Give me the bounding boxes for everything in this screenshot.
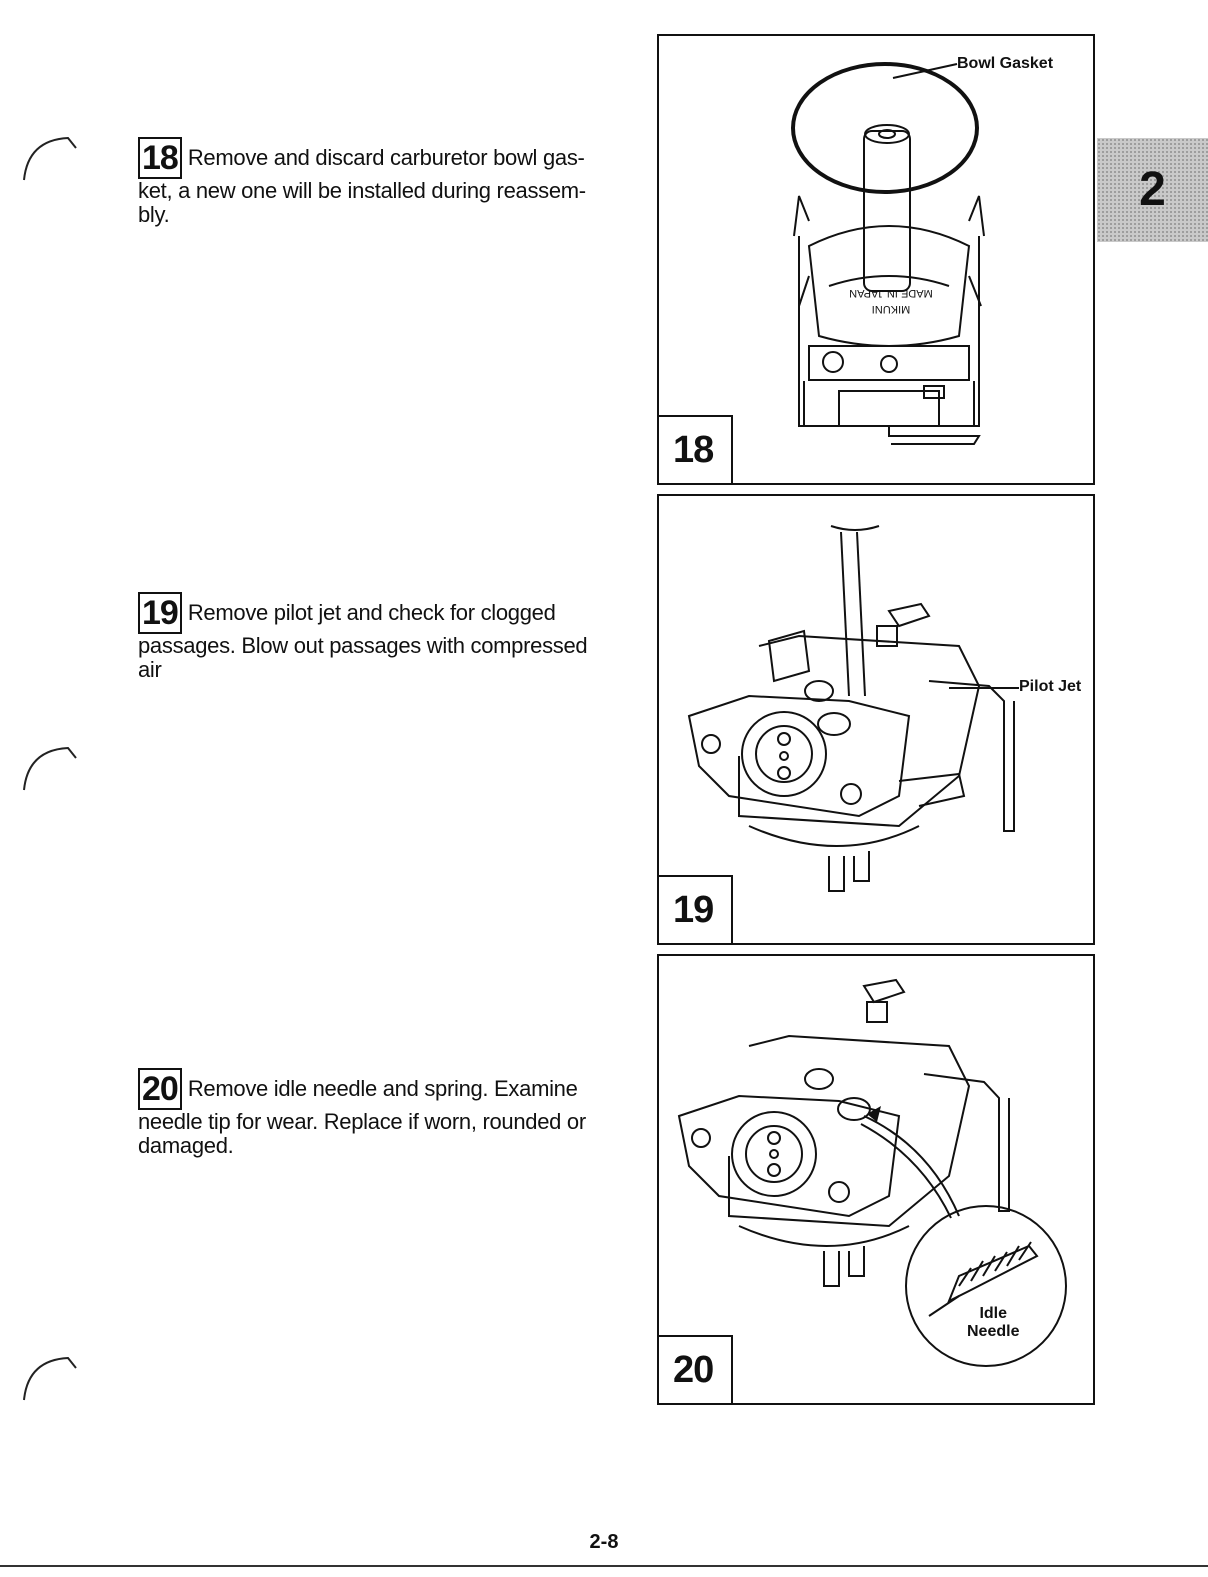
figure-number: 19 — [657, 875, 733, 945]
bowl-stamp-line-1: MADE IN JAPAN — [849, 287, 933, 299]
figure-19-panel: Pilot Jet 19 — [657, 494, 1095, 945]
carburetor-pilot-jet-illustration — [687, 525, 1019, 892]
carburetor-bowl-gasket-illustration: MADE IN JAPAN MIKUNI — [791, 62, 985, 445]
page-number: 2-8 — [589, 1531, 619, 1553]
step-number: 20 — [138, 1068, 182, 1110]
step-text: Remove pilot jet and check for clogged p… — [138, 600, 588, 682]
step-text: Remove idle needle and spring. Examine n… — [138, 1076, 586, 1158]
figure-number: 20 — [657, 1335, 733, 1405]
footer-rule — [0, 1565, 1208, 1567]
idle-needle-callout: Idle Needle — [967, 1305, 1019, 1341]
figure-number: 18 — [657, 415, 733, 485]
idle-needle-callout-line-1: Idle — [979, 1305, 1008, 1322]
chapter-tab: 2 — [1097, 138, 1208, 242]
step-number: 18 — [138, 137, 182, 179]
idle-needle-callout-line-2: Needle — [967, 1323, 1020, 1340]
binder-hole-mark — [23, 746, 77, 791]
bowl-stamp-line-2: MIKUNI — [872, 303, 911, 315]
binder-hole-mark — [23, 136, 77, 181]
figure-20-panel: Idle Needle 20 — [657, 954, 1095, 1405]
step-number: 19 — [138, 592, 182, 634]
pilot-jet-callout: Pilot Jet — [1019, 678, 1082, 695]
bowl-gasket-callout: Bowl Gasket — [957, 55, 1054, 72]
step-text: Remove and discard carburetor bowl gas-k… — [138, 145, 586, 227]
carburetor-idle-needle-illustration — [677, 978, 1067, 1367]
binder-hole-mark — [23, 1356, 77, 1401]
figure-18-panel: MADE IN JAPAN MIKUNI Bowl Gasket 18 — [657, 34, 1095, 485]
